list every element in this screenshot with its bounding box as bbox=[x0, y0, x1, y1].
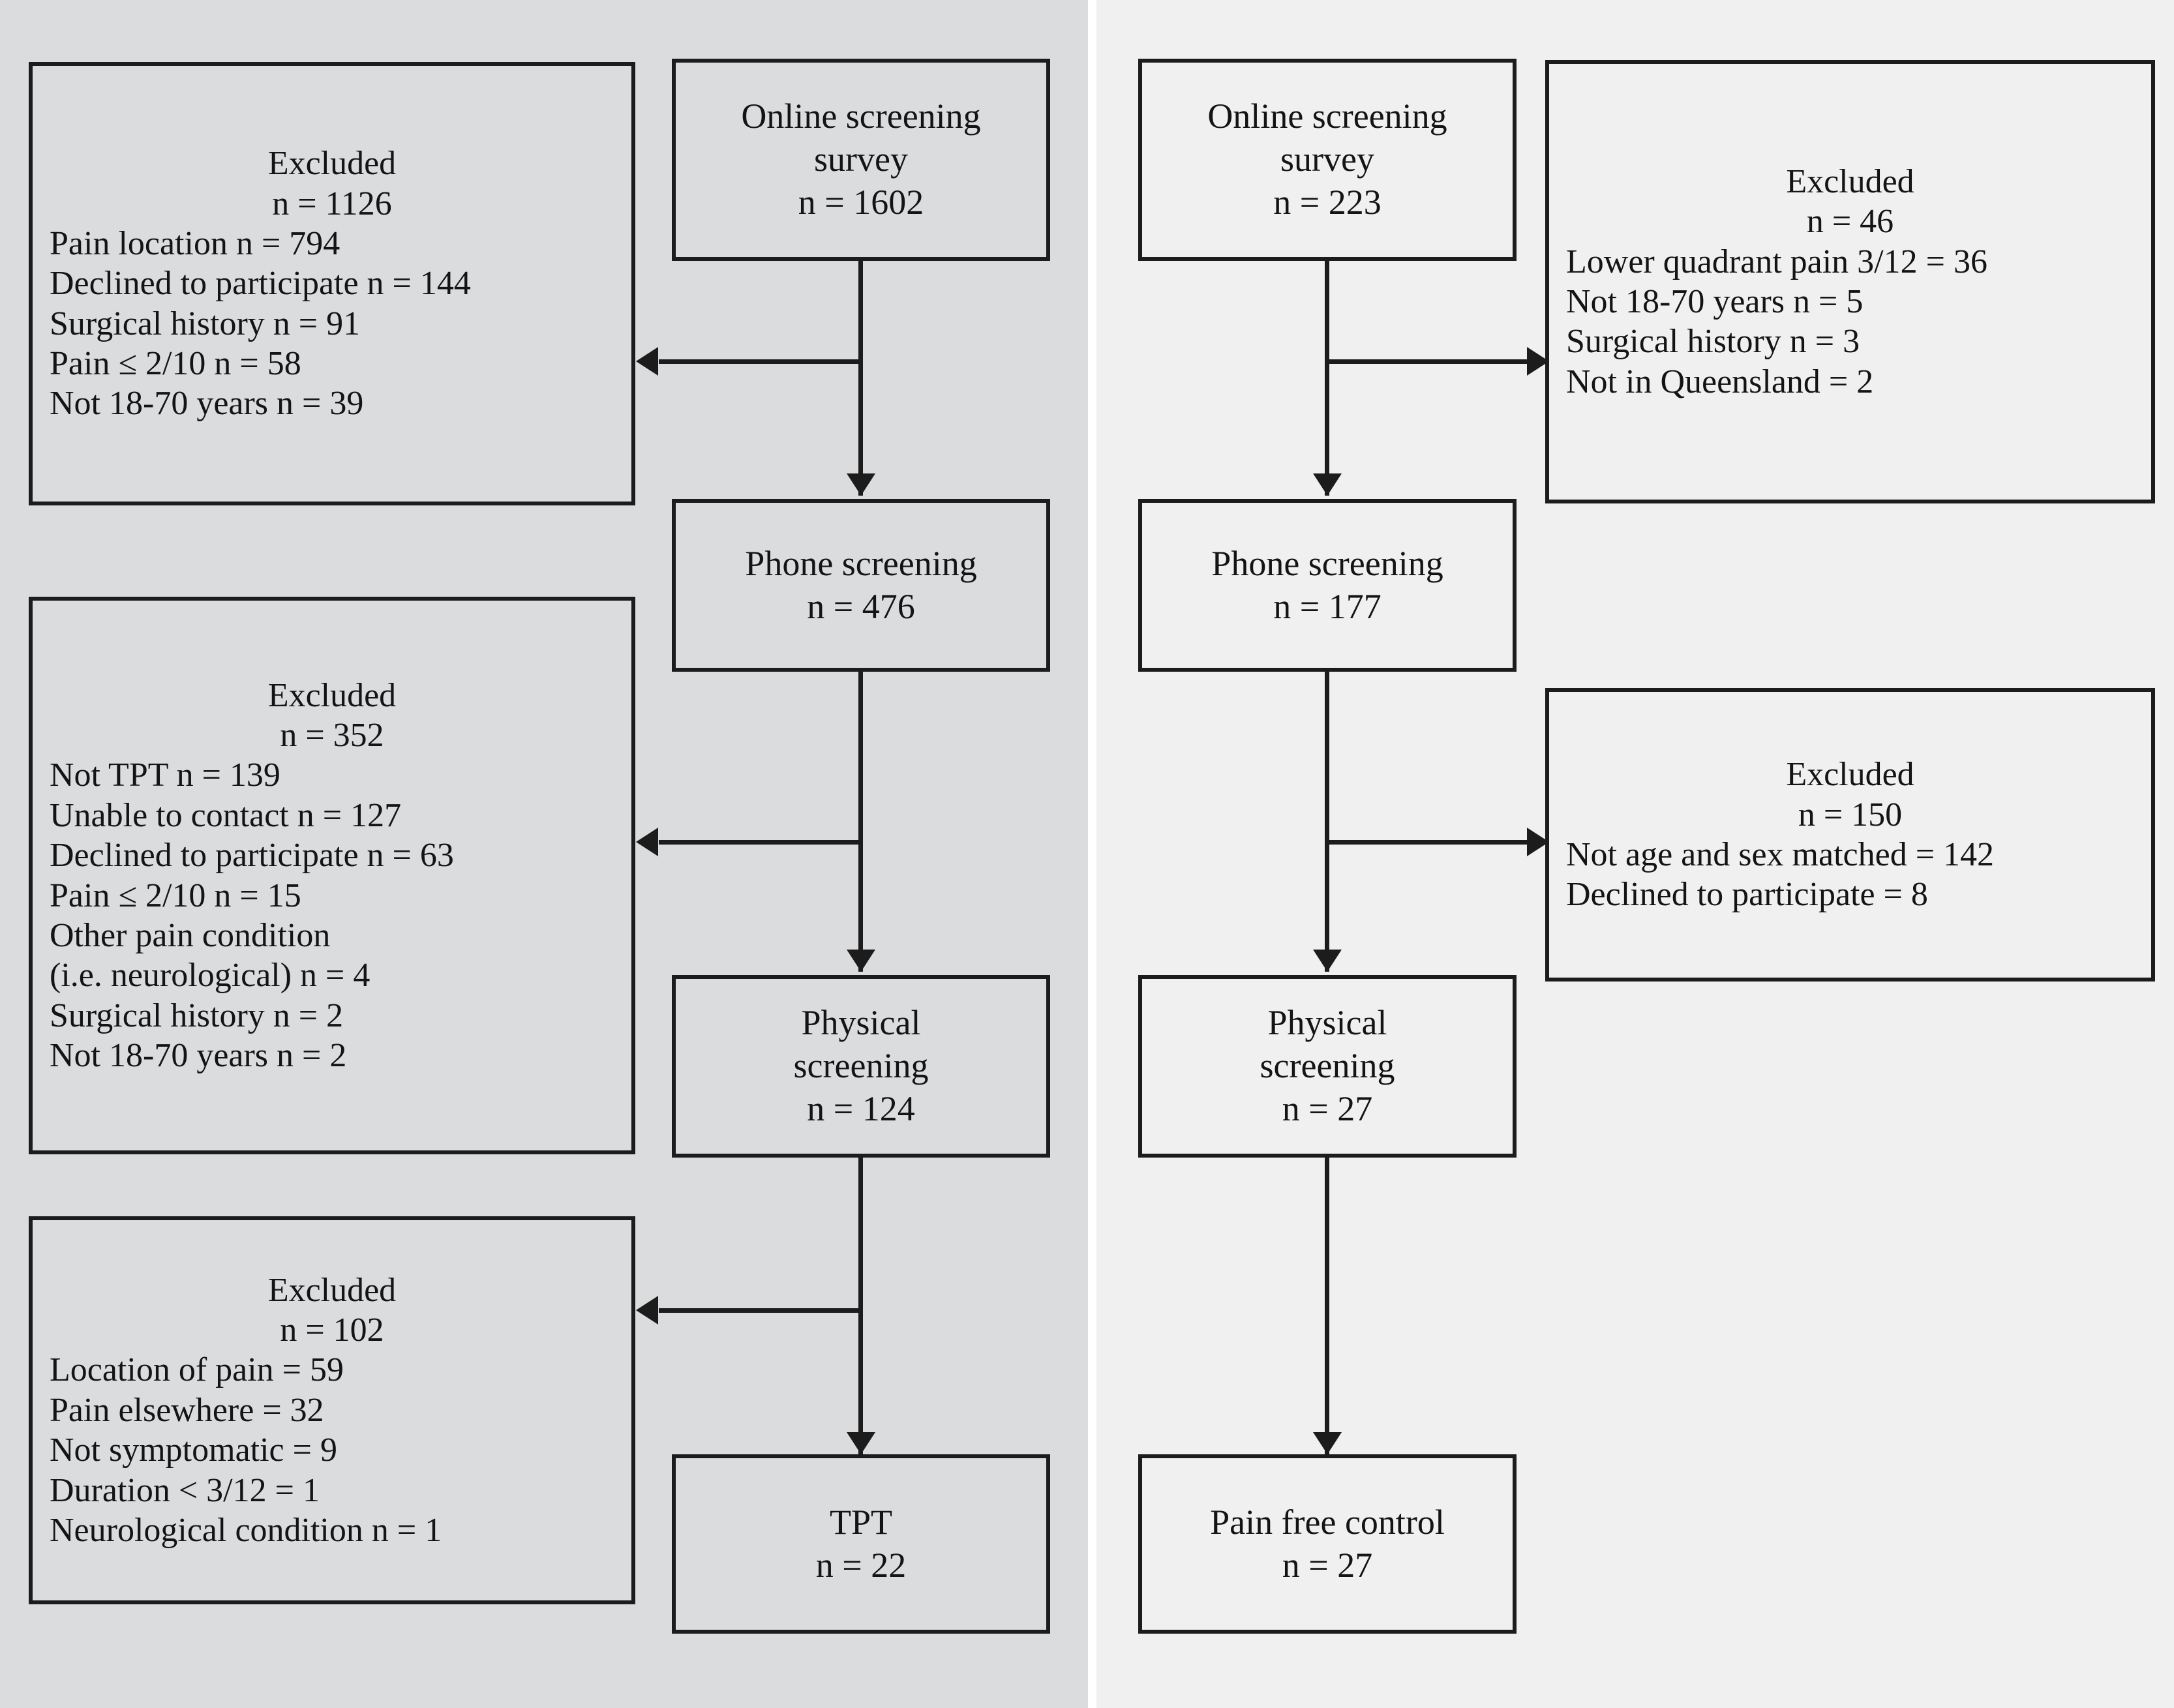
stage-title: Online screening bbox=[1207, 97, 1447, 136]
arrowhead-left-phone-to-physical bbox=[847, 950, 875, 972]
stage-subtitle: screening bbox=[1260, 1046, 1395, 1086]
excluded-reason: Surgical history n = 2 bbox=[50, 996, 344, 1034]
excluded-reason: Not TPT n = 139 bbox=[50, 757, 280, 794]
excluded-reason: Declined to participate n = 144 bbox=[50, 265, 471, 303]
stage-count: n = 223 bbox=[1273, 182, 1381, 222]
excluded-count: n = 352 bbox=[280, 717, 384, 755]
excluded-reason: Surgical history n = 3 bbox=[1566, 323, 1860, 361]
stage-count: n = 476 bbox=[807, 586, 915, 626]
excluded-reason: Pain ≤ 2/10 n = 15 bbox=[50, 876, 301, 914]
excluded-heading: Excluded bbox=[1786, 756, 1914, 794]
connector-left-exclusion-3 bbox=[659, 1308, 861, 1313]
connector-right-online-to-phone bbox=[1325, 261, 1329, 496]
arrowhead-left-physical-to-final bbox=[847, 1432, 875, 1454]
node-left-online-screening[interactable]: Online screening survey n = 1602 bbox=[672, 59, 1050, 261]
excluded-heading: Excluded bbox=[267, 1271, 397, 1309]
stage-title: Pain free control bbox=[1210, 1502, 1445, 1542]
connector-left-exclusion-2 bbox=[659, 840, 861, 845]
excluded-reason: Neurological condition n = 1 bbox=[50, 1511, 442, 1549]
connector-right-physical-to-final bbox=[1325, 1158, 1329, 1458]
stage-subtitle: survey bbox=[814, 140, 908, 179]
excluded-reason: Unable to contact n = 127 bbox=[50, 796, 402, 834]
stage-count: n = 124 bbox=[807, 1088, 915, 1128]
excluded-reason: (i.e. neurological) n = 4 bbox=[50, 957, 370, 995]
excluded-reason: Not in Queensland = 2 bbox=[1566, 363, 1874, 400]
stage-count: n = 27 bbox=[1282, 1545, 1373, 1585]
excluded-count: n = 150 bbox=[1798, 796, 1903, 833]
excluded-reason: Location of pain = 59 bbox=[50, 1351, 344, 1389]
connector-left-physical-to-final bbox=[858, 1158, 863, 1458]
node-left-excluded-3[interactable]: Excluded n = 102 Location of pain = 59 P… bbox=[29, 1216, 635, 1604]
excluded-heading: Excluded bbox=[1786, 162, 1914, 200]
excluded-count: n = 102 bbox=[280, 1311, 384, 1349]
arrowhead-left-exclusion-2 bbox=[636, 828, 658, 856]
excluded-heading: Excluded bbox=[267, 676, 397, 714]
connector-left-exclusion-1 bbox=[659, 359, 861, 364]
arrowhead-right-phone-to-physical bbox=[1313, 950, 1342, 972]
stage-subtitle: survey bbox=[1280, 140, 1374, 179]
node-left-final-group[interactable]: TPT n = 22 bbox=[672, 1454, 1050, 1634]
connector-right-phone-to-physical bbox=[1325, 672, 1329, 972]
node-right-final-group[interactable]: Pain free control n = 27 bbox=[1138, 1454, 1517, 1634]
excluded-count: n = 1126 bbox=[272, 185, 392, 222]
excluded-reason: Not 18-70 years n = 5 bbox=[1566, 283, 1864, 320]
excluded-reason: Declined to participate n = 63 bbox=[50, 837, 454, 875]
stage-subtitle: screening bbox=[793, 1046, 929, 1086]
excluded-reason: Declined to participate = 8 bbox=[1566, 876, 1928, 914]
stage-title: Physical bbox=[1267, 1003, 1387, 1043]
stage-title: Online screening bbox=[741, 97, 981, 136]
excluded-reason: Not 18-70 years n = 39 bbox=[50, 385, 364, 423]
node-right-online-screening[interactable]: Online screening survey n = 223 bbox=[1138, 59, 1517, 261]
connector-right-exclusion-1 bbox=[1327, 359, 1530, 364]
stage-title: Phone screening bbox=[1211, 543, 1443, 583]
excluded-reason: Duration < 3/12 = 1 bbox=[50, 1471, 320, 1509]
excluded-reason: Lower quadrant pain 3/12 = 36 bbox=[1566, 243, 1987, 280]
node-right-excluded-1[interactable]: Excluded n = 46 Lower quadrant pain 3/12… bbox=[1545, 60, 2155, 503]
stage-title: Phone screening bbox=[745, 543, 977, 583]
excluded-reason: Other pain condition bbox=[50, 916, 331, 954]
node-left-physical-screening[interactable]: Physical screening n = 124 bbox=[672, 975, 1050, 1158]
stage-title: TPT bbox=[829, 1502, 892, 1542]
arrowhead-left-exclusion-3 bbox=[636, 1296, 658, 1325]
excluded-reason: Pain elsewhere = 32 bbox=[50, 1391, 324, 1429]
arrowhead-right-online-to-phone bbox=[1313, 473, 1342, 496]
connector-right-exclusion-2 bbox=[1327, 840, 1530, 845]
stage-count: n = 27 bbox=[1282, 1088, 1373, 1128]
arrowhead-right-physical-to-final bbox=[1313, 1432, 1342, 1454]
node-left-excluded-2[interactable]: Excluded n = 352 Not TPT n = 139 Unable … bbox=[29, 597, 635, 1154]
excluded-reason: Surgical history n = 91 bbox=[50, 305, 361, 342]
node-right-physical-screening[interactable]: Physical screening n = 27 bbox=[1138, 975, 1517, 1158]
node-right-phone-screening[interactable]: Phone screening n = 177 bbox=[1138, 499, 1517, 672]
stage-count: n = 1602 bbox=[798, 182, 924, 222]
connector-left-online-to-phone bbox=[858, 261, 863, 496]
excluded-heading: Excluded bbox=[267, 145, 397, 183]
excluded-reason: Pain location n = 794 bbox=[50, 224, 340, 262]
excluded-reason: Not age and sex matched = 142 bbox=[1566, 836, 1995, 873]
connector-left-phone-to-physical bbox=[858, 672, 863, 972]
excluded-reason: Pain ≤ 2/10 n = 58 bbox=[50, 345, 301, 383]
node-right-excluded-2[interactable]: Excluded n = 150 Not age and sex matched… bbox=[1545, 688, 2155, 981]
excluded-reason: Not 18-70 years n = 2 bbox=[50, 1036, 347, 1074]
node-left-excluded-1[interactable]: Excluded n = 1126 Pain location n = 794 … bbox=[29, 62, 635, 505]
node-left-phone-screening[interactable]: Phone screening n = 476 bbox=[672, 499, 1050, 672]
arrowhead-left-online-to-phone bbox=[847, 473, 875, 496]
arrowhead-left-exclusion-1 bbox=[636, 347, 658, 376]
excluded-reason: Not symptomatic = 9 bbox=[50, 1431, 337, 1469]
excluded-count: n = 46 bbox=[1806, 203, 1894, 241]
stage-title: Physical bbox=[801, 1003, 921, 1043]
stage-count: n = 22 bbox=[815, 1545, 907, 1585]
stage-count: n = 177 bbox=[1273, 586, 1381, 626]
